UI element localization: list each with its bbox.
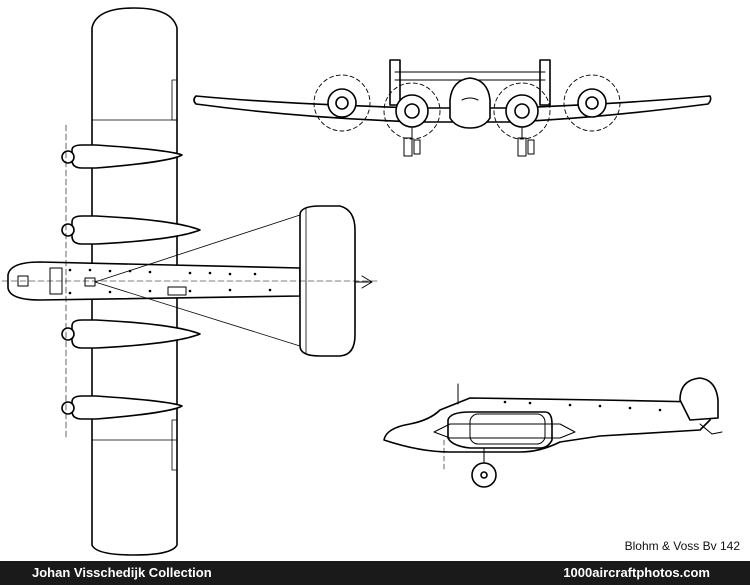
side-view [384, 378, 722, 487]
footer-credit: Johan Visschedijk Collection [32, 565, 212, 580]
top-view [2, 8, 380, 555]
aircraft-caption: Blohm & Voss Bv 142 [624, 539, 740, 553]
top-view-nacelles [72, 145, 200, 419]
footer-bar: Johan Visschedijk Collection 1000aircraf… [0, 561, 750, 585]
footer-site[interactable]: 1000aircraftphotos.com [563, 565, 710, 580]
side-view-fin [680, 378, 718, 420]
top-view-spinners [62, 151, 74, 414]
side-view-nacelle [448, 412, 552, 448]
top-view-windows [68, 268, 272, 295]
side-view-wheel [472, 463, 496, 487]
front-view-fuselage [450, 78, 490, 128]
front-view [194, 60, 711, 156]
three-view-drawing [0, 0, 750, 560]
